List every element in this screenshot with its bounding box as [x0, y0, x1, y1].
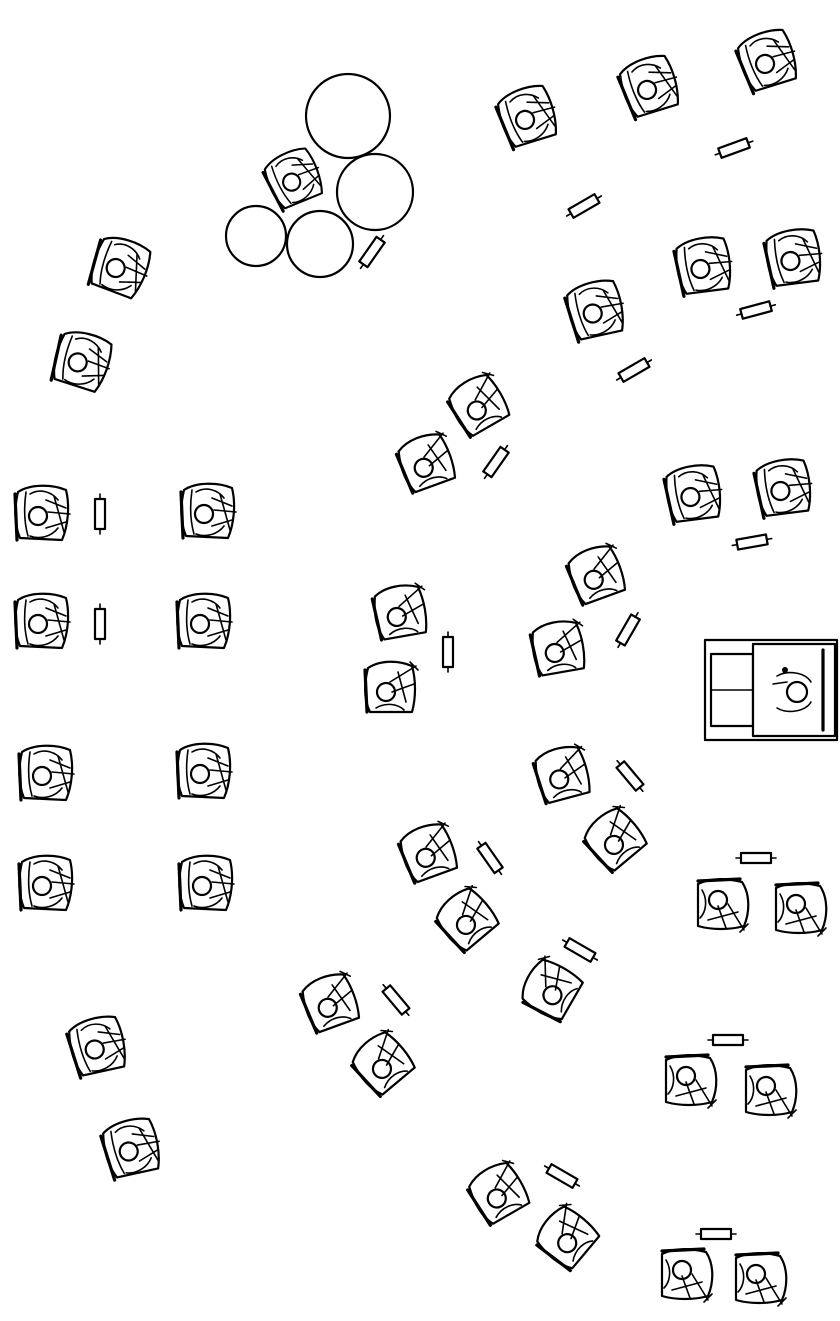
music-stand — [95, 494, 105, 534]
music-stand — [696, 1229, 736, 1239]
player-seat — [531, 742, 595, 804]
armchair — [86, 232, 155, 301]
player-seat — [346, 1025, 419, 1098]
music-stand — [564, 192, 604, 221]
player-seat — [371, 582, 432, 641]
armchair — [763, 226, 827, 289]
player-seat — [529, 618, 590, 677]
armchair — [19, 746, 74, 800]
player-seat — [396, 818, 463, 883]
player-seat — [443, 368, 514, 438]
music-stand — [731, 534, 772, 551]
piano — [705, 640, 837, 740]
music-stand — [713, 136, 754, 159]
armchair — [15, 594, 70, 648]
music-stand — [614, 356, 654, 385]
armchair — [19, 856, 74, 910]
music-stand — [443, 632, 453, 672]
player-seat — [394, 428, 461, 493]
armchair — [49, 327, 116, 394]
armchair — [177, 744, 232, 798]
kettle-drum — [226, 206, 286, 266]
armchair — [615, 51, 685, 121]
player-seat — [365, 662, 418, 712]
armchair — [179, 856, 234, 910]
player-seat — [578, 801, 651, 874]
drummer-seat — [260, 143, 329, 212]
music-stand — [560, 936, 600, 965]
music-stand — [735, 300, 776, 320]
player-seat — [531, 1199, 604, 1272]
player-seat — [746, 1065, 796, 1118]
center-section — [298, 368, 652, 1272]
armchair — [177, 594, 232, 648]
kettle-drum — [337, 154, 413, 230]
music-stand — [95, 604, 105, 644]
music-stand — [356, 233, 387, 272]
player-seat — [776, 883, 826, 936]
player-seat — [430, 881, 503, 954]
player-seat — [698, 879, 748, 932]
music-stand — [614, 610, 643, 650]
music-stand — [480, 443, 511, 482]
left-section — [15, 232, 236, 1180]
armchair — [663, 462, 727, 525]
armchair — [673, 234, 737, 297]
armchair — [733, 25, 803, 95]
player-seat — [662, 1249, 712, 1302]
armchair — [181, 484, 236, 538]
kettle-drum — [306, 74, 390, 158]
kettle-drum — [287, 211, 353, 277]
pianist — [787, 682, 807, 702]
music-stand — [736, 853, 776, 863]
music-stand — [708, 1035, 748, 1045]
armchair — [15, 486, 70, 540]
player-seat — [298, 968, 365, 1033]
armchair — [99, 1114, 166, 1181]
player-seat — [516, 952, 586, 1023]
armchair — [753, 456, 817, 519]
music-stand — [379, 981, 412, 1018]
player-seat — [564, 540, 631, 605]
player-seat — [736, 1253, 786, 1306]
music-stand — [613, 757, 646, 794]
player-seat — [666, 1055, 716, 1108]
percussion-group — [226, 74, 413, 277]
music-stand — [542, 1162, 582, 1191]
armchair — [563, 276, 630, 343]
music-stand — [474, 839, 505, 878]
armchair — [493, 81, 563, 151]
player-seat — [463, 1156, 534, 1226]
armchair — [65, 1012, 132, 1079]
